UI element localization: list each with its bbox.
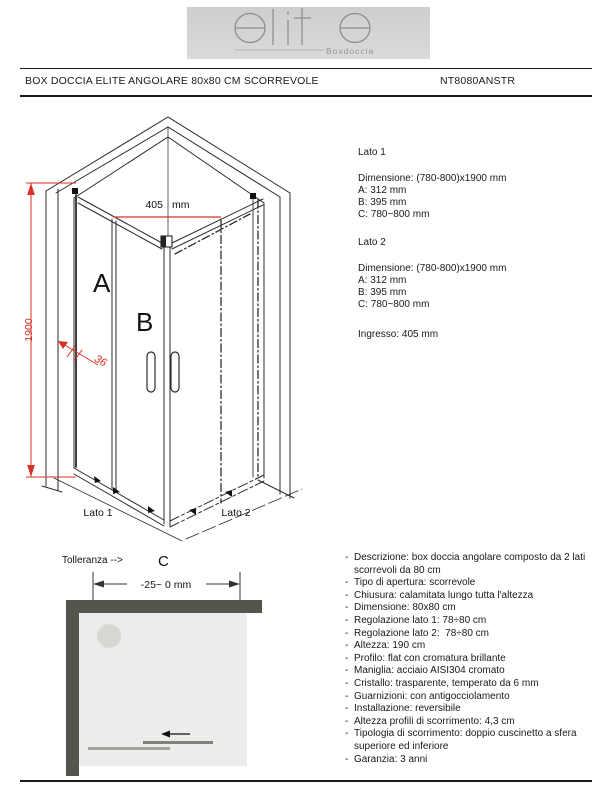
height-dimension-label: 1900 [23,318,35,342]
product-code: NT8080ANSTR [440,75,516,87]
panel-b-label: B [136,307,153,337]
feature-item: -Tipo di apertura: scorrevole [345,577,476,589]
rail-marks [94,476,232,515]
specs-column: Lato 1 Dimensione: (780-800)x1900 mm A: … [358,147,593,341]
width-dimension-unit: mm [172,199,190,211]
shower-box-drawing: 405 mm 1900 36 A B Lato 1 Lato 2 [23,116,303,542]
feature-item: -Regolazione lato 2: 78÷80 cm [345,627,490,639]
wall-left-bar [66,600,79,776]
spec-line: C: 780~800 mm [358,299,430,310]
page-title: BOX DOCCIA ELITE ANGOLARE 80x80 CM SCORR… [25,75,319,87]
spec-line: Dimensione: (780-800)x1900 mm [358,173,507,184]
panel-a-label: A [93,268,111,298]
footer-divider [20,780,592,782]
elite-logo-icon: Boxdoccia [234,8,374,56]
spec-line: B: 395 mm [358,287,407,298]
feature-item: -Installazione: reversibile [345,703,461,715]
side1-label: Lato 1 [83,507,112,519]
side1-title: Lato 1 [358,147,386,158]
entry-width-line: Ingresso: 405 mm [358,329,439,340]
tolerance-range: -25~ 0 mm [141,579,192,591]
feature-item: -Tipologia di scorrimento: doppio cuscin… [345,728,580,752]
side2-label: Lato 2 [221,507,250,519]
drain-circle [97,624,121,648]
spec-line: Dimensione: (780-800)x1900 mm [358,263,507,274]
feature-item: -Garanzia: 3 anni [345,753,428,765]
tolerance-ref-letter: C [158,553,169,570]
sliding-door-line [143,741,213,744]
side2-title: Lato 2 [358,237,386,248]
panel-pivot-dot [72,188,78,194]
spec-line: A: 312 mm [358,275,407,286]
panel-pivot-dot [250,193,256,199]
wall-top-bar [78,600,262,613]
feature-list: -Descrizione: box doccia angolare compos… [345,552,601,766]
feature-item: -Altezza: 190 cm [345,640,426,652]
feature-item: -Descrizione: box doccia angolare compos… [345,552,589,576]
tolerance-dimension: Tolleranza --> C -25~ 0 mm [62,553,241,601]
slide-direction-arrow-icon [161,730,190,738]
sliding-door-line [88,747,170,750]
width-dimension-value: 405 [145,199,163,211]
header-divider-top [20,68,592,69]
spec-line: A: 312 mm [358,185,407,196]
dimension-lines [26,182,221,478]
feature-item: -Regolazione lato 1: 78÷80 cm [345,614,487,626]
spec-line: C: 780~800 mm [358,209,430,220]
feature-item: -Chiusura: calamitata lungo tutta l'alte… [345,589,534,601]
feature-item: -Dimensione: 80x80 cm [345,602,456,614]
logo-subtitle: Boxdoccia [326,46,374,56]
spec-line: B: 395 mm [358,197,407,208]
header-divider-bottom [20,95,592,97]
overlap-dimension-label: 36 [92,353,109,370]
feature-item: -Profilo: flat con cromatura brillante [345,652,506,664]
feature-item: -Maniglia: acciaio AISI304 cromato [345,665,505,677]
tolerance-label: Tolleranza --> [62,555,123,566]
feature-item: -Guarnizioni: con antigocciolamento [345,690,510,702]
feature-item: -Cristallo: trasparente, temperato da 6 … [345,677,539,689]
brand-logo: Boxdoccia [187,7,430,59]
feature-item: -Altezza profili di scorrimento: 4,3 cm [345,715,515,727]
